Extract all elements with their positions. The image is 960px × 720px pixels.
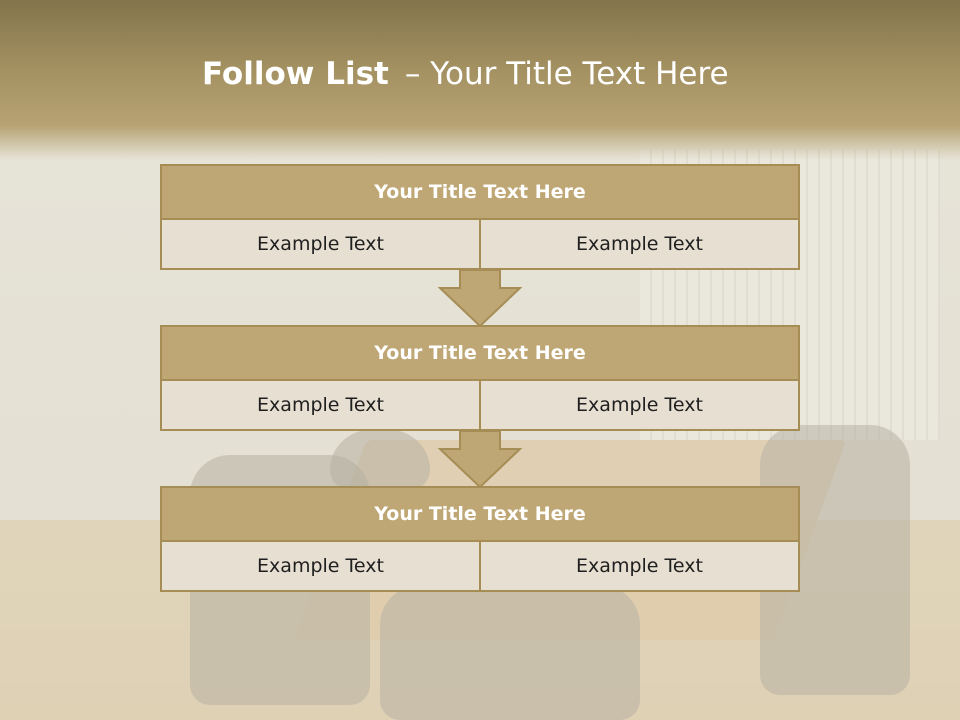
follow-list-box: Your Title Text Here Example Text Exampl… <box>160 164 800 270</box>
slide-title-bold: Follow List <box>202 56 389 92</box>
slide-title: Follow List – Your Title Text Here <box>202 56 729 96</box>
box-row: Example Text Example Text <box>160 381 800 431</box>
title-band <box>0 0 960 160</box>
down-arrow-icon <box>438 431 522 489</box>
box-cell-right: Example Text <box>481 542 800 592</box>
box-row: Example Text Example Text <box>160 542 800 592</box>
box-title: Your Title Text Here <box>160 486 800 542</box>
box-cell-right: Example Text <box>481 381 800 431</box>
box-title: Your Title Text Here <box>160 325 800 381</box>
box-title: Your Title Text Here <box>160 164 800 220</box>
box-cell-left: Example Text <box>160 381 481 431</box>
box-cell-left: Example Text <box>160 220 481 270</box>
follow-list-box: Your Title Text Here Example Text Exampl… <box>160 325 800 431</box>
slide-title-rest: – Your Title Text Here <box>404 56 729 92</box>
box-row: Example Text Example Text <box>160 220 800 270</box>
follow-list-box: Your Title Text Here Example Text Exampl… <box>160 486 800 592</box>
background-chair <box>380 585 640 720</box>
box-cell-left: Example Text <box>160 542 481 592</box>
down-arrow-icon <box>438 270 522 328</box>
background-chair <box>330 430 430 490</box>
box-cell-right: Example Text <box>481 220 800 270</box>
